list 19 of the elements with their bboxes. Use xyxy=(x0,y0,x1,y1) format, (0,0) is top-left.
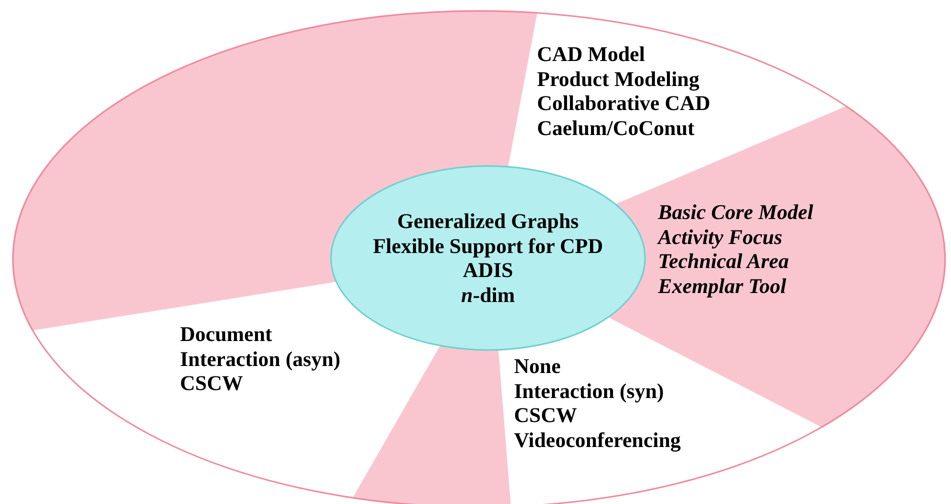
sector-text: ADIS xyxy=(462,258,514,282)
sector-text: Collaborative CAD xyxy=(537,91,710,115)
sector-text: CSCW xyxy=(514,403,578,427)
sector-text: n-dim xyxy=(461,282,515,306)
sector-text: Generalized Graphs xyxy=(397,209,579,233)
sector-text: Basic Core Model xyxy=(658,200,814,224)
sector-text: Document xyxy=(180,322,272,346)
sector-text: CSCW xyxy=(180,371,244,395)
sector-text: CAD Model xyxy=(537,42,645,66)
sector-text: None xyxy=(514,354,561,378)
sector-text: Exemplar Tool xyxy=(658,274,786,298)
sector-text: Product Modeling xyxy=(537,66,700,90)
sector-text: Caelum/CoConut xyxy=(537,116,695,140)
sector-text: Interaction (asyn) xyxy=(180,346,340,370)
sector-text: Flexible Support for CPD xyxy=(372,234,604,258)
sector-text: Technical Area xyxy=(658,249,789,273)
sector-text: Interaction (syn) xyxy=(514,378,664,402)
sector-text: Activity Focus xyxy=(658,224,782,248)
sector-text: Videoconferencing xyxy=(514,428,681,452)
